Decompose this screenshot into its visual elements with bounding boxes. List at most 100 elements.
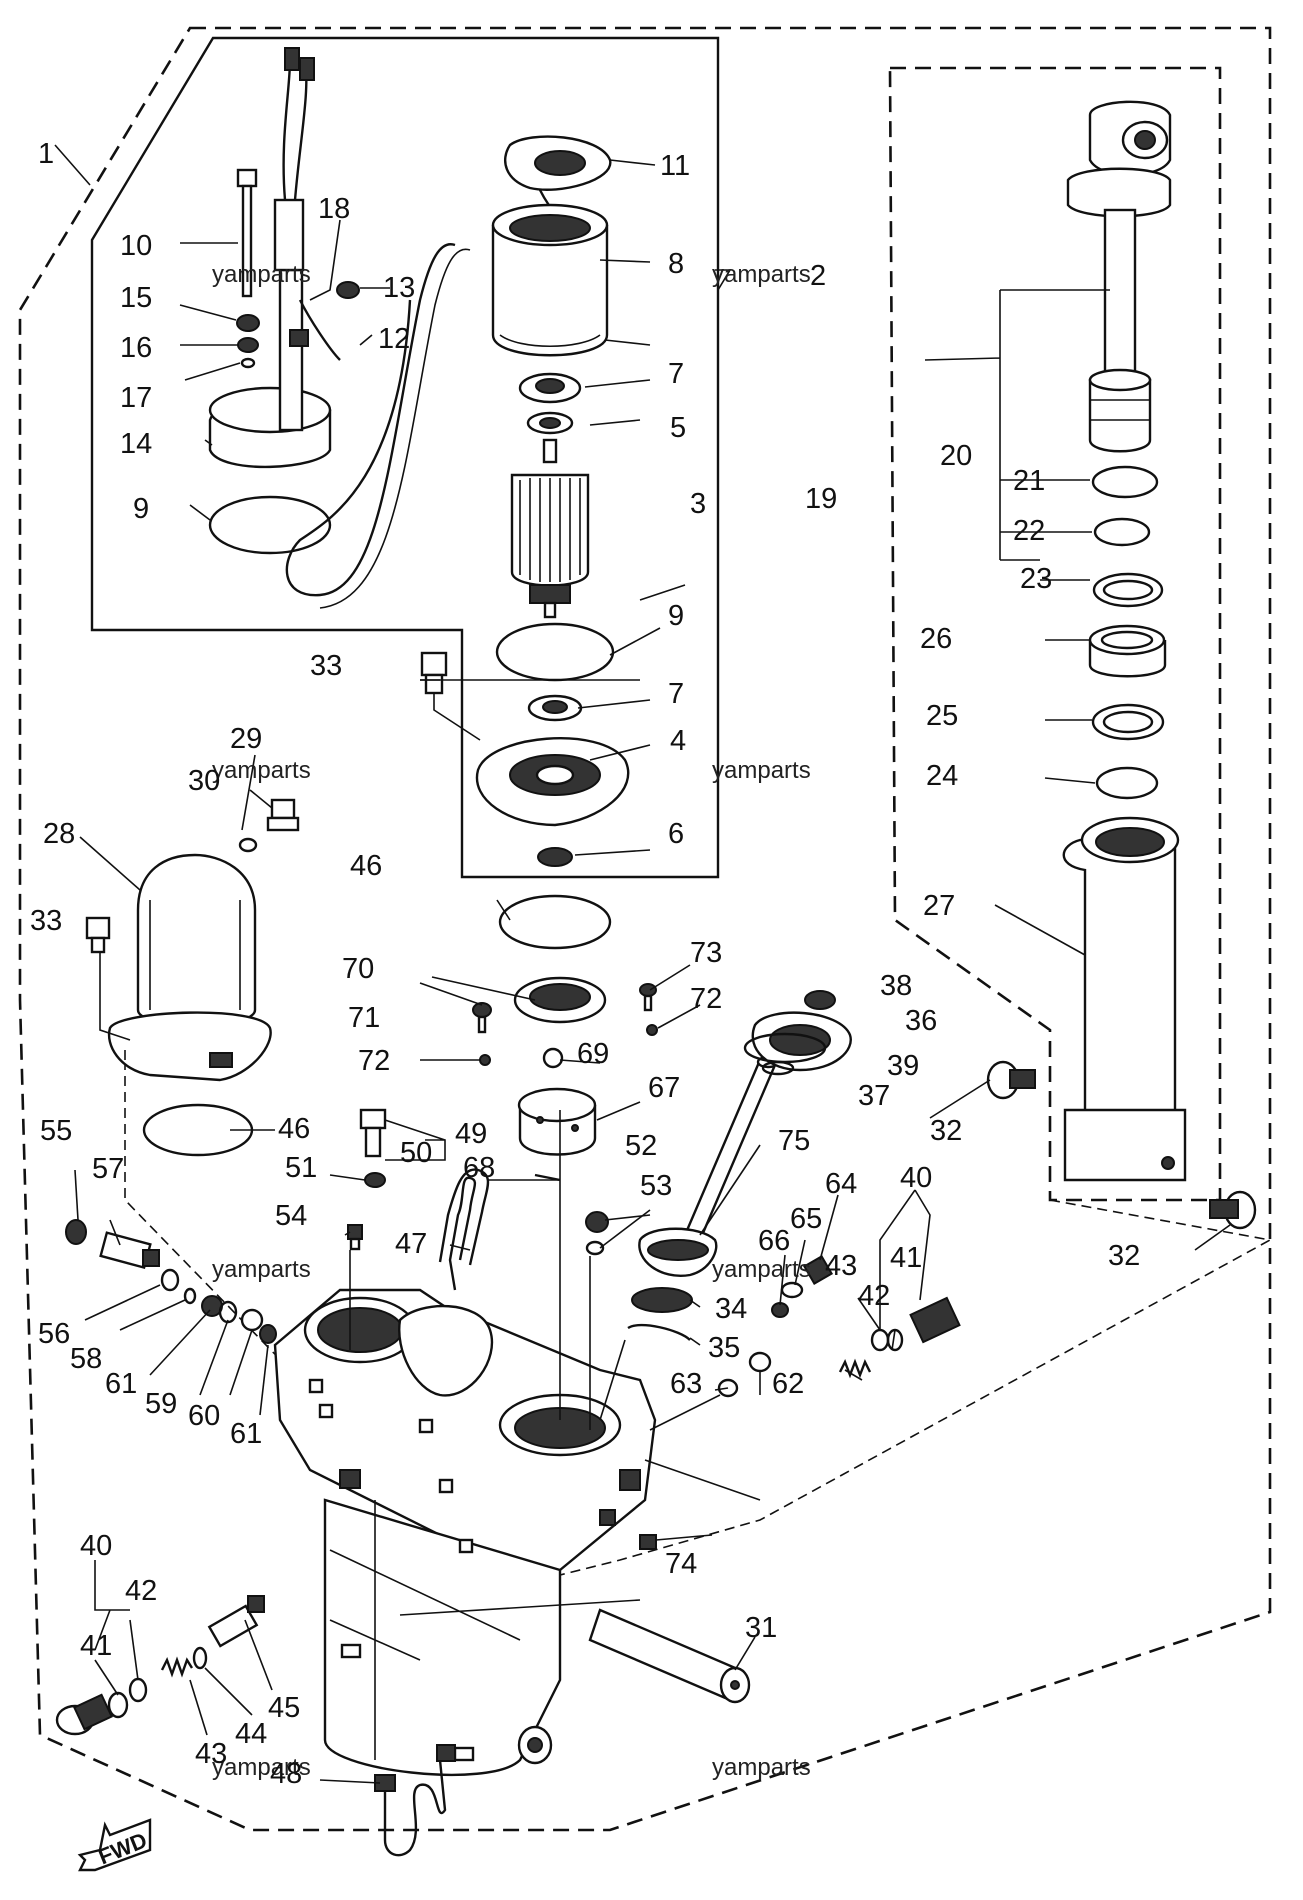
part-o-ring-9-lower <box>495 622 615 682</box>
part-pump-housing <box>273 1288 657 1776</box>
callout-65: 65 <box>790 1203 822 1235</box>
callout-50: 50 <box>400 1137 432 1169</box>
part-piston-26 <box>1088 624 1167 678</box>
callout-10: 10 <box>120 230 152 262</box>
watermark: yamparts <box>712 261 811 288</box>
part-screw-71 <box>472 1002 492 1034</box>
callout-43: 43 <box>825 1250 857 1282</box>
callout-31: 31 <box>745 1612 777 1644</box>
callout-63: 63 <box>670 1368 702 1400</box>
callout-1: 1 <box>38 138 54 170</box>
watermark: yamparts <box>712 1754 811 1781</box>
callout-69: 69 <box>577 1038 609 1070</box>
watermark: yamparts <box>712 1256 811 1283</box>
part-motor-bracket <box>208 47 341 469</box>
callout-29: 29 <box>230 723 262 755</box>
motor-assembly-box-2 <box>90 36 720 879</box>
callout-67: 67 <box>648 1072 680 1104</box>
part-seal-34 <box>631 1287 693 1313</box>
part-pin-32-left <box>986 1060 1036 1100</box>
callout-21: 21 <box>1013 465 1045 497</box>
part-ball-60 <box>240 1308 264 1332</box>
part-bearing-lower <box>527 694 583 722</box>
part-o-ring-56 <box>160 1268 180 1292</box>
callout-40: 40 <box>80 1530 112 1562</box>
callout-19: 19 <box>805 483 837 515</box>
part-washer <box>526 411 574 435</box>
callout-64: 64 <box>825 1168 857 1200</box>
part-plug-69 <box>542 1047 564 1069</box>
part-filler-plug <box>266 798 300 832</box>
part-nut-61b <box>259 1324 277 1344</box>
leader-lines <box>54 144 1231 1784</box>
part-cylinder-27 <box>1062 816 1187 1182</box>
callout-68: 68 <box>463 1152 495 1184</box>
callout-32: 32 <box>1108 1240 1140 1272</box>
callout-3: 3 <box>690 488 706 520</box>
part-nut-51 <box>364 1172 386 1188</box>
part-seal <box>537 847 573 867</box>
callout-35: 35 <box>708 1332 740 1364</box>
part-screw-73 <box>639 983 657 1012</box>
callout-4: 4 <box>670 725 686 757</box>
callout-59: 59 <box>145 1388 177 1420</box>
part-o-ring-42-left <box>128 1677 148 1703</box>
part-fitting-48b <box>436 1744 456 1762</box>
part-pump-body-67 <box>517 1087 597 1156</box>
callout-57: 57 <box>92 1153 124 1185</box>
part-reservoir <box>107 853 272 1082</box>
part-gear-seal-70 <box>513 976 607 1024</box>
callout-8: 8 <box>668 248 684 280</box>
callout-6: 6 <box>668 818 684 850</box>
callout-2: 2 <box>810 260 826 292</box>
watermarks: yamparts yamparts yamparts yamparts yamp… <box>212 261 811 1781</box>
part-ring-53 <box>585 1240 605 1256</box>
callout-43: 43 <box>195 1738 227 1770</box>
part-ring-37 <box>761 1060 795 1076</box>
callout-37: 37 <box>858 1080 890 1112</box>
callout-40: 40 <box>900 1162 932 1194</box>
part-armature <box>510 438 590 619</box>
callouts: 1 2 3 4 5 6 7 7 8 9 9 10 11 12 13 14 15 … <box>30 138 1140 1790</box>
watermark: yamparts <box>212 757 311 784</box>
part-plug-left <box>85 916 111 954</box>
callout-60: 60 <box>188 1400 220 1432</box>
callout-72: 72 <box>358 1045 390 1077</box>
part-backup-ring-23 <box>1092 572 1164 608</box>
part-valve-57 <box>65 1219 160 1270</box>
callout-52: 52 <box>625 1130 657 1162</box>
part-ring-17 <box>240 357 256 369</box>
part-screw-13 <box>336 281 360 299</box>
callout-33: 33 <box>310 650 342 682</box>
part-washer-16 <box>237 337 259 353</box>
part-plug-40-left <box>55 1693 113 1736</box>
watermark: yamparts <box>212 1256 311 1283</box>
callout-27: 27 <box>923 890 955 922</box>
callout-49: 49 <box>455 1118 487 1150</box>
callout-41: 41 <box>890 1242 922 1274</box>
callout-71: 71 <box>348 1002 380 1034</box>
callout-53: 53 <box>640 1170 672 1202</box>
part-plug-40-right <box>909 1296 961 1344</box>
part-yoke <box>491 203 609 357</box>
watermark: yamparts <box>712 757 811 784</box>
part-ring-44 <box>192 1646 208 1670</box>
callout-25: 25 <box>926 700 958 732</box>
part-o-ring-58 <box>183 1287 197 1305</box>
part-o-ring-30 <box>238 837 258 853</box>
callout-7: 7 <box>668 358 684 390</box>
callout-46: 46 <box>350 850 382 882</box>
part-pin-68 <box>534 1173 561 1182</box>
callout-45: 45 <box>268 1692 300 1724</box>
callout-5: 5 <box>670 412 686 444</box>
part-pipe-47 <box>448 1176 477 1291</box>
callout-70: 70 <box>342 953 374 985</box>
part-spring-43-left <box>160 1656 194 1678</box>
callout-72: 72 <box>690 983 722 1015</box>
part-screw-54 <box>347 1224 363 1251</box>
callout-9: 9 <box>668 600 684 632</box>
part-ring-62 <box>748 1351 772 1373</box>
part-pin-32-right <box>1209 1190 1257 1230</box>
callout-51: 51 <box>285 1152 317 1184</box>
